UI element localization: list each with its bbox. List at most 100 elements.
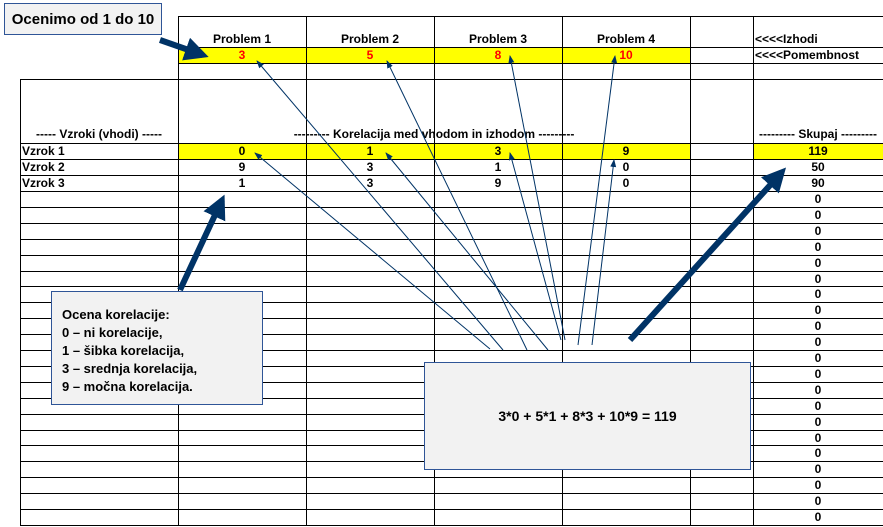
grid-line <box>20 79 883 80</box>
cause-name: Vzrok 2 <box>22 160 65 174</box>
total-value: 0 <box>814 494 822 509</box>
formula-text: 3*0 + 5*1 + 8*3 + 10*9 = 119 <box>498 408 677 424</box>
cause-name: Vzrok 3 <box>22 176 65 190</box>
correlation-value: 0 <box>238 144 246 158</box>
total-value: 0 <box>814 239 822 254</box>
problem-header: Problem 3 <box>468 32 528 46</box>
grid-line <box>20 302 883 304</box>
total-value: 50 <box>811 160 825 174</box>
grid-line <box>20 350 883 351</box>
grid-line <box>20 159 883 160</box>
problem-header: Problem 2 <box>340 32 400 46</box>
total-value: 0 <box>814 335 822 350</box>
total-value: 0 <box>814 303 822 318</box>
thin-arrow <box>508 55 566 341</box>
grid-line <box>20 238 883 240</box>
importance-value: 5 <box>366 48 374 62</box>
grid-line <box>20 143 883 144</box>
total-value: 0 <box>814 414 822 429</box>
total-value: 0 <box>814 287 822 302</box>
thick-arrow-total <box>627 167 787 343</box>
total-value: 0 <box>814 446 822 461</box>
callout-rating-scale-text: Ocenimo od 1 do 10 <box>11 10 155 28</box>
legend-title: Ocena korelacije: <box>62 307 170 322</box>
total-value: 0 <box>814 255 822 270</box>
grid-line <box>20 79 21 525</box>
label-outputs: <<<<Izhodi <box>755 32 818 46</box>
grid-line <box>20 318 883 320</box>
correlation-value: 1 <box>238 176 246 190</box>
grid-line <box>178 63 883 64</box>
grid-line <box>20 206 883 208</box>
grid-line <box>434 16 435 525</box>
total-value: 0 <box>814 207 822 222</box>
grid-line <box>562 16 563 525</box>
correlation-value: 0 <box>622 160 630 174</box>
correlation-value: 9 <box>494 176 502 190</box>
thin-arrow <box>254 152 491 350</box>
correlation-value: 0 <box>622 176 630 190</box>
grid-line <box>20 254 883 256</box>
thick-arrow-importance <box>159 37 209 61</box>
total-value: 0 <box>814 351 822 365</box>
total-value: 0 <box>814 192 822 206</box>
thin-arrow <box>256 60 504 351</box>
header-total: --------- Skupaj --------- <box>759 127 877 141</box>
total-value: 0 <box>814 223 822 238</box>
importance-value: 3 <box>238 48 246 62</box>
total-value: 119 <box>808 144 828 158</box>
header-correlation: --------- Korelacija med vhodom in izhod… <box>293 127 575 141</box>
header-causes: ----- Vzroki (vhodi) ----- <box>36 127 162 141</box>
grid-line <box>20 191 883 192</box>
total-value: 0 <box>814 510 822 524</box>
total-value: 0 <box>814 366 822 381</box>
thin-arrow <box>508 152 562 341</box>
thick-arrow-legend <box>177 194 226 292</box>
grid-line <box>20 493 883 495</box>
correlation-value: 3 <box>366 176 374 190</box>
legend-item: 0 – ni korelacije, <box>62 325 163 340</box>
thin-arrow <box>591 159 617 346</box>
problem-header: Problem 1 <box>212 32 272 46</box>
grid-line <box>178 16 179 525</box>
grid-line <box>20 286 883 288</box>
grid-line <box>20 509 883 510</box>
callout-rating-scale: Ocenimo od 1 do 10 <box>4 3 162 35</box>
label-importance: <<<<Pomembnost <box>755 48 860 62</box>
grid-line <box>20 524 883 526</box>
grid-line <box>753 16 754 525</box>
total-value: 90 <box>811 176 825 190</box>
thin-arrow <box>385 152 549 351</box>
grid-line <box>20 222 883 224</box>
thin-arrow <box>577 55 618 346</box>
problem-header: Problem 4 <box>596 32 656 46</box>
correlation-value: 9 <box>238 160 246 174</box>
total-value: 0 <box>814 462 822 477</box>
grid-line <box>20 477 883 479</box>
total-value: 0 <box>814 319 822 334</box>
correlation-value: 3 <box>494 144 502 158</box>
thin-arrow <box>386 60 528 351</box>
correlation-value: 1 <box>366 144 374 158</box>
total-value: 0 <box>814 398 822 413</box>
legend-item: 1 – šibka korelacija, <box>62 343 185 358</box>
total-highlight <box>753 143 883 159</box>
grid-line <box>20 270 883 272</box>
grid-line <box>178 47 883 48</box>
correlation-value: 3 <box>366 160 374 174</box>
cause-name: Vzrok 1 <box>22 144 65 158</box>
total-value: 0 <box>814 382 822 397</box>
grid-line <box>20 334 883 336</box>
grid-line <box>306 16 307 525</box>
total-value: 0 <box>814 478 822 493</box>
correlation-value: 9 <box>622 144 630 158</box>
grid-line <box>20 175 883 176</box>
importance-value: 10 <box>619 48 633 62</box>
legend-item: 3 – srednja korelacija, <box>62 361 198 376</box>
importance-value: 8 <box>494 48 502 62</box>
legend-box: Ocena korelacije: 0 – ni korelacije, 1 –… <box>51 291 263 405</box>
total-value: 0 <box>814 430 822 445</box>
formula-box: 3*0 + 5*1 + 8*3 + 10*9 = 119 <box>424 362 751 470</box>
legend-item: 9 – močna korelacija. <box>62 379 193 394</box>
